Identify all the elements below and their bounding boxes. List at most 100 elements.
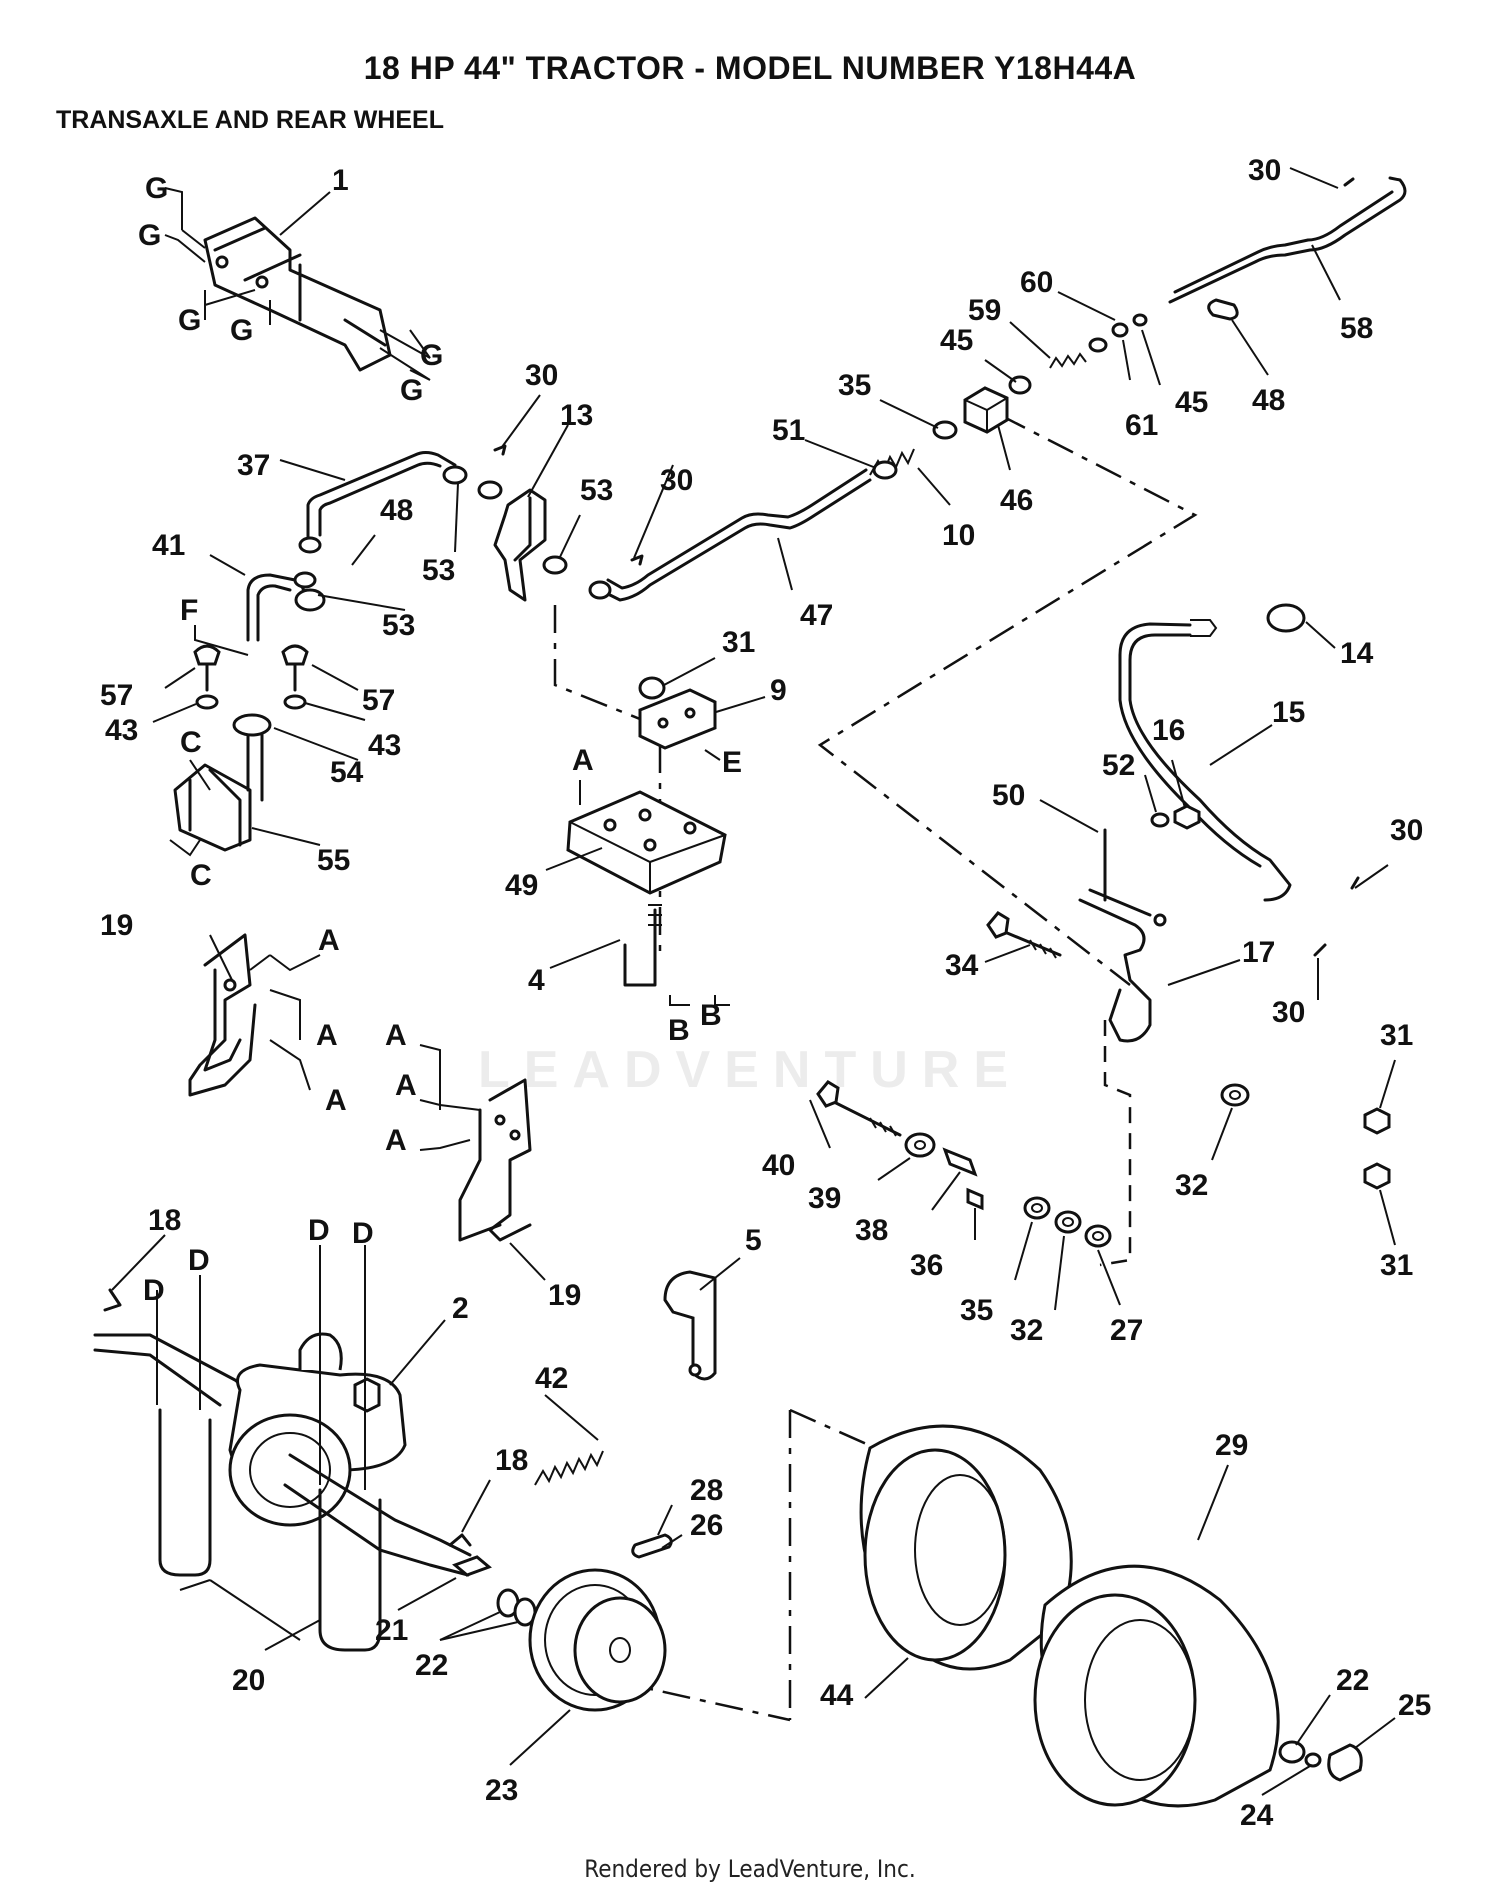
ref-a-top: A	[572, 744, 594, 777]
washer-51	[872, 460, 898, 480]
callout-58: 58	[1340, 312, 1373, 345]
callout-50: 50	[992, 779, 1025, 812]
bolt-stack	[816, 1080, 1112, 1248]
ref-f: F	[180, 594, 198, 627]
cap-25-washer-22	[1278, 1740, 1363, 1782]
callout-27: 27	[1110, 1314, 1143, 1347]
part-13-bracket	[493, 488, 547, 602]
part-46-block	[963, 386, 1009, 434]
callout-30-a: 30	[1248, 154, 1281, 187]
callout-57-left: 57	[100, 679, 133, 712]
callout-34: 34	[945, 949, 979, 982]
part-2-transaxle	[93, 1332, 472, 1577]
callout-31-right-bottom: 31	[1380, 1249, 1413, 1282]
part-37-rod	[298, 451, 457, 554]
ref-a-c1: A	[385, 1019, 407, 1052]
part-54-bracket	[232, 713, 272, 802]
part-60-61	[1111, 313, 1148, 338]
callout-14: 14	[1340, 637, 1374, 670]
callout-15: 15	[1272, 696, 1305, 729]
callout-5: 5	[745, 1224, 762, 1257]
callout-9: 9	[770, 674, 787, 707]
section-subtitle: TRANSAXLE AND REAR WHEEL	[56, 106, 444, 134]
part-19-bracket-center	[458, 1078, 532, 1242]
nuts-31-right	[1363, 1107, 1391, 1190]
callout-26: 26	[690, 1509, 723, 1542]
part-5-clip	[663, 1270, 717, 1381]
callout-38: 38	[855, 1214, 888, 1247]
callout-31-right-top: 31	[1380, 1019, 1413, 1052]
washers-53	[293, 465, 568, 589]
part-29-tire	[1033, 1564, 1280, 1808]
ref-e: E	[722, 746, 742, 779]
callout-59: 59	[968, 294, 1001, 327]
callout-10: 10	[942, 519, 975, 552]
knob-14	[1266, 603, 1306, 633]
part-57-bolts	[193, 644, 309, 710]
ref-b-2: B	[700, 999, 722, 1032]
callout-43-right: 43	[368, 729, 401, 762]
callout-19-center: 19	[548, 1279, 581, 1312]
callout-29: 29	[1215, 1429, 1248, 1462]
washer-32-right	[1220, 1083, 1250, 1107]
callout-47: 47	[800, 599, 833, 632]
callout-37: 37	[237, 449, 270, 482]
callout-51: 51	[772, 414, 805, 447]
key-21	[452, 1555, 492, 1577]
callout-1: 1	[332, 164, 349, 197]
callout-39: 39	[808, 1182, 841, 1215]
callout-13: 13	[560, 399, 593, 432]
u-bolts-20	[158, 1408, 382, 1652]
leader-lines	[111, 167, 1396, 1796]
callout-31-upper: 31	[722, 626, 755, 659]
callout-24: 24	[1240, 1799, 1274, 1832]
ref-a-l2: A	[316, 1019, 338, 1052]
bolt-34	[986, 911, 1062, 959]
ref-a-c3: A	[385, 1124, 407, 1157]
ref-g-6: G	[400, 374, 423, 407]
callout-32-right: 32	[1175, 1169, 1208, 1202]
ref-g-5: G	[420, 339, 443, 372]
callout-17: 17	[1242, 936, 1275, 969]
callout-45-lower: 45	[1175, 386, 1208, 419]
part-49-plate	[566, 790, 727, 895]
spring-59	[1049, 337, 1108, 369]
callout-57-right: 57	[362, 684, 395, 717]
callout-30-c: 30	[660, 464, 693, 497]
callout-48-right: 48	[1252, 384, 1285, 417]
callout-60: 60	[1020, 266, 1053, 299]
callout-19-left: 19	[100, 909, 133, 942]
part-17-arm	[1078, 888, 1167, 1043]
callout-44: 44	[820, 1679, 854, 1712]
callout-54: 54	[330, 756, 364, 789]
callout-30-e: 30	[1272, 996, 1305, 1029]
callout-labels: 1 2 4 5 9 10 13 14 15 16 17 18 18 19 19 …	[100, 154, 1431, 1832]
ref-a-c2: A	[395, 1069, 417, 1102]
clips-30	[493, 177, 1360, 957]
ref-d-4: D	[352, 1217, 374, 1250]
pin-18	[103, 1288, 472, 1547]
part-55-plate	[173, 763, 252, 852]
callout-35-lower: 35	[960, 1294, 993, 1327]
part-9-bracket	[638, 688, 717, 750]
callout-32-bottom: 32	[1010, 1314, 1043, 1347]
page-title: 18 HP 44" TRACTOR - MODEL NUMBER Y18H44A	[363, 50, 1137, 86]
part-4-j-bolt	[623, 904, 662, 987]
part-50-52-16	[1103, 804, 1201, 902]
ref-c-1: C	[180, 726, 202, 759]
callout-25: 25	[1398, 1689, 1431, 1722]
part-44-tire	[859, 1424, 1073, 1671]
callout-35-upper: 35	[838, 369, 871, 402]
callout-61: 61	[1125, 409, 1158, 442]
callout-22-right: 22	[1336, 1664, 1369, 1697]
ref-g-1: G	[145, 172, 168, 205]
part-15-lever	[1118, 619, 1292, 902]
callout-18-mid: 18	[495, 1444, 528, 1477]
callout-21: 21	[375, 1614, 408, 1647]
ref-c-2: C	[190, 859, 212, 892]
callout-52: 52	[1102, 749, 1135, 782]
callout-30-b: 30	[525, 359, 558, 392]
callout-53-center: 53	[580, 474, 613, 507]
part-41-rod	[246, 573, 326, 642]
